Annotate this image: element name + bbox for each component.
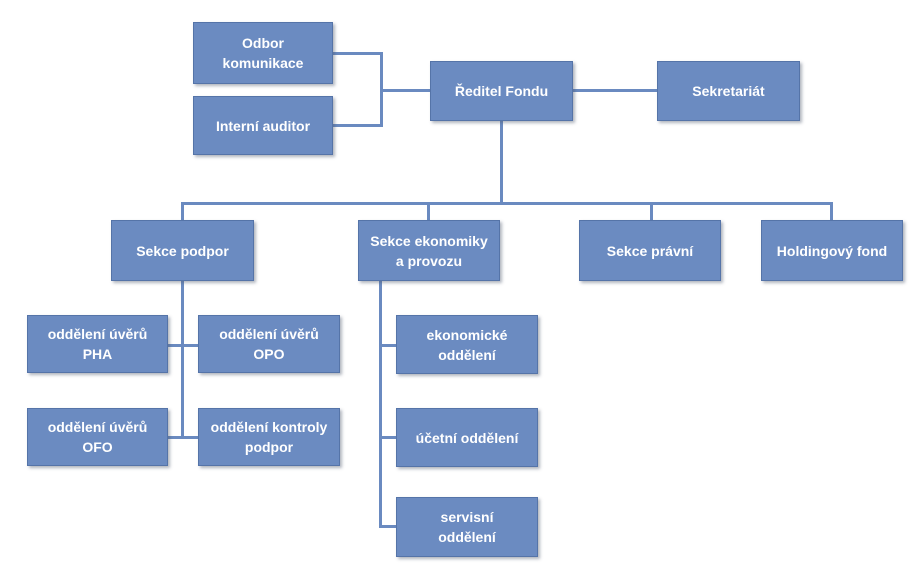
servisni-oddeleni-box: servisní oddělení: [396, 497, 538, 557]
connector-line: [181, 202, 833, 205]
connector-line: [379, 280, 382, 528]
oddeleni-uveru-opo-box: oddělení úvěrů OPO: [198, 315, 340, 373]
connector-line: [830, 202, 833, 221]
sekce-ekonomiky-box: Sekce ekonomiky a provozu: [358, 220, 500, 281]
ekonomicke-oddeleni-box: ekonomické oddělení: [396, 315, 538, 374]
reditel-fondu-box: Ředitel Fondu: [430, 61, 573, 121]
holdingovy-fond-box: Holdingový fond: [761, 220, 903, 281]
interni-auditor-box: Interní auditor: [193, 96, 333, 155]
odbor-komunikace-box: Odbor komunikace: [193, 22, 333, 84]
connector-line: [572, 89, 658, 92]
connector-line: [332, 124, 382, 127]
connector-line: [332, 52, 382, 55]
connector-line: [380, 89, 432, 92]
connector-line: [379, 344, 397, 347]
sekce-pravni-box: Sekce právní: [579, 220, 721, 281]
oddeleni-kontroly-podpor-box: oddělení kontroly podpor: [198, 408, 340, 466]
connector-line: [500, 120, 503, 204]
connector-line: [167, 344, 199, 347]
connector-line: [181, 280, 184, 437]
ucetni-oddeleni-box: účetní oddělení: [396, 408, 538, 467]
connector-line: [379, 525, 397, 528]
sekce-podpor-box: Sekce podpor: [111, 220, 254, 281]
sekretariat-box: Sekretariát: [657, 61, 800, 121]
connector-line: [427, 202, 430, 221]
connector-line: [167, 436, 199, 439]
connector-line: [379, 436, 397, 439]
oddeleni-uveru-pha-box: oddělení úvěrů PHA: [27, 315, 168, 373]
oddeleni-uveru-ofo-box: oddělení úvěrů OFO: [27, 408, 168, 466]
connector-line: [650, 202, 653, 221]
connector-line: [181, 202, 184, 221]
